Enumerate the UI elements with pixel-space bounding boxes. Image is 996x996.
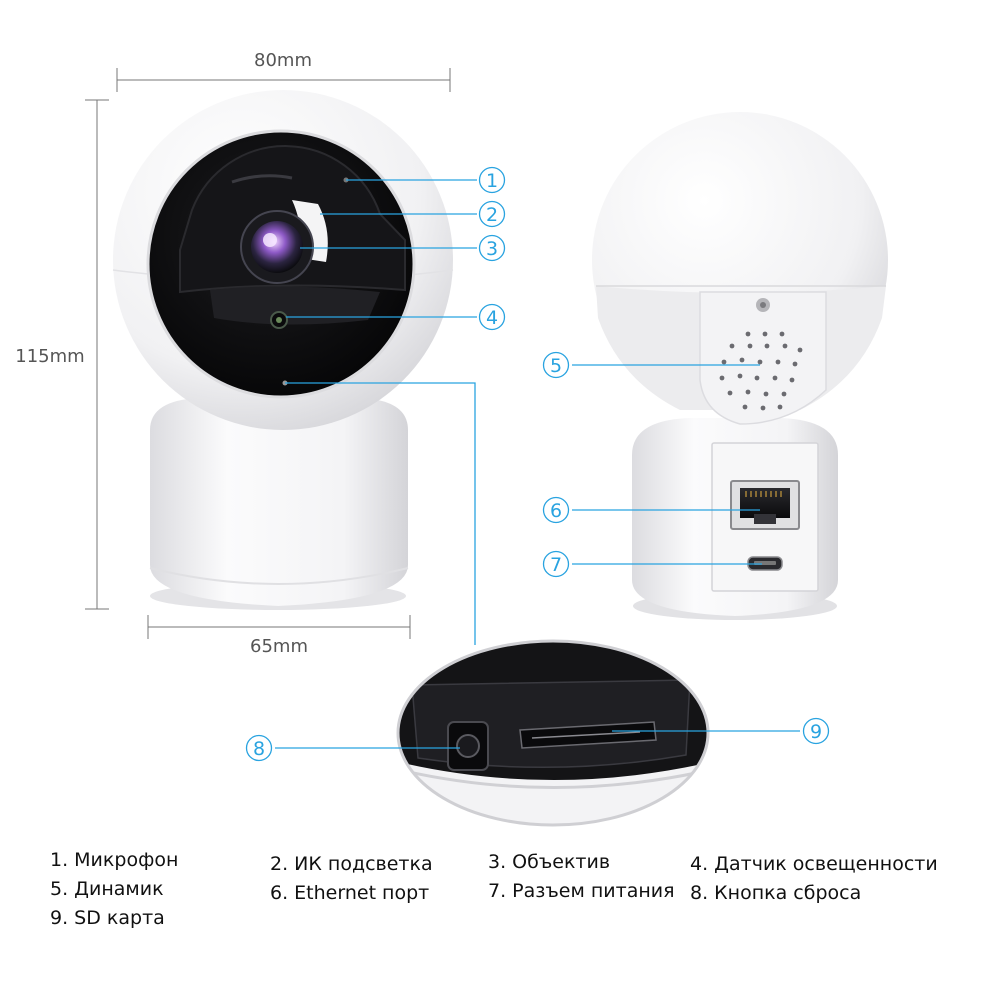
callout-3: 3 (478, 234, 506, 262)
svg-text:4: 4 (486, 307, 498, 329)
legend-item-8: 8. Кнопка сброса (690, 882, 862, 904)
legend-item-4: 4. Датчик освещенности (690, 853, 938, 875)
svg-text:3: 3 (486, 238, 498, 260)
legend-item-1: 1. Микрофон (50, 849, 179, 871)
dimension-label-top: 80mm (254, 50, 312, 71)
camera-bottom-closeup (396, 639, 710, 827)
speaker-grille (719, 331, 803, 411)
svg-text:8: 8 (253, 738, 265, 760)
svg-text:9: 9 (810, 721, 822, 743)
svg-text:1: 1 (486, 170, 498, 192)
camera-front (112, 90, 454, 610)
callout-lines (275, 179, 800, 749)
callout-5: 5 (542, 351, 570, 379)
svg-text:7: 7 (550, 554, 562, 576)
svg-text:5: 5 (550, 355, 562, 377)
legend-item-2: 2. ИК подсветка (270, 853, 433, 875)
legend-item-9: 9. SD карта (50, 907, 165, 929)
dimension-115mm: 115mm (15, 99, 109, 610)
callout-9: 9 (802, 717, 830, 745)
callout-7: 7 (542, 550, 570, 578)
svg-text:2: 2 (486, 204, 498, 226)
dimension-label-base: 65mm (250, 636, 308, 657)
dimension-65mm: 65mm (147, 615, 411, 657)
legend-item-3: 3. Объектив (488, 851, 611, 873)
callout-4: 4 (478, 303, 506, 331)
svg-text:6: 6 (550, 500, 562, 522)
dimension-label-height: 115mm (15, 346, 84, 367)
callout-1: 1 (478, 166, 506, 194)
dimension-80mm: 80mm (116, 50, 451, 92)
ethernet-pins (745, 491, 782, 497)
legend-item-5: 5. Динамик (50, 878, 164, 900)
legend-item-6: 6. Ethernet порт (270, 882, 430, 904)
legend-item-7: 7. Разъем питания (488, 880, 675, 902)
callout-2: 2 (478, 200, 506, 228)
zoom-connector-line (285, 382, 476, 645)
callout-8: 8 (245, 734, 273, 762)
callout-6: 6 (542, 496, 570, 524)
camera-back (592, 112, 888, 620)
